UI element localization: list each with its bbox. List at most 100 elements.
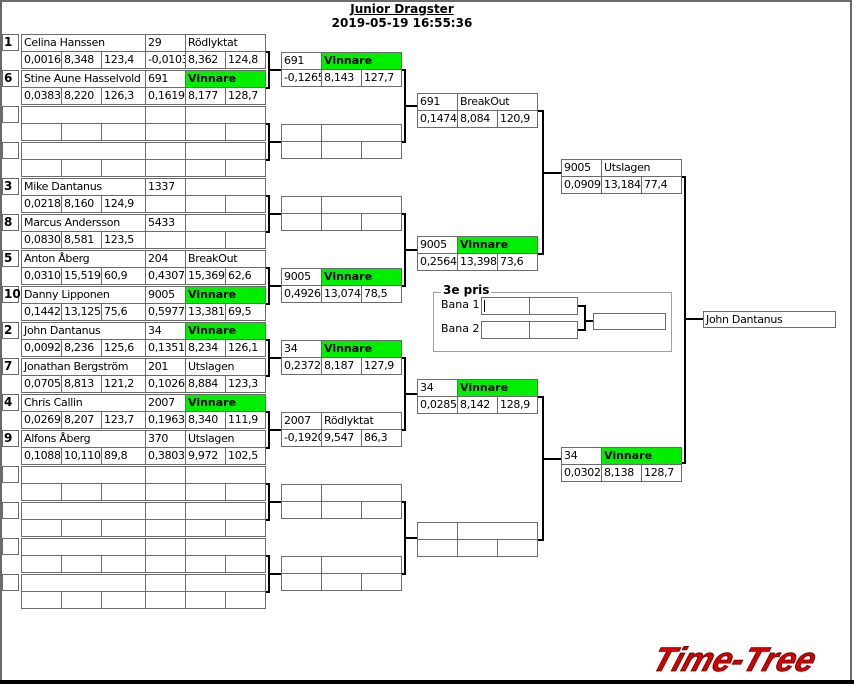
entrant-name: Stine Aune Hasselvold (21, 70, 146, 88)
round1-result-elapsed-time: 8,340 (185, 411, 226, 429)
round2-result-speed (361, 141, 402, 159)
entrant-name (21, 574, 146, 592)
round1-result-status (185, 502, 266, 520)
bracket-connector (404, 249, 417, 251)
page-title: Junior Dragster (350, 2, 454, 16)
entrant-name: Alfons Åberg (21, 430, 146, 448)
seed-number (1, 574, 19, 591)
round2-result-id: 691 (281, 52, 322, 70)
bracket-connector (404, 537, 417, 539)
entrant-elapsed-time (61, 483, 102, 501)
entrant-reaction-time (21, 591, 62, 609)
entrant-speed (101, 123, 146, 141)
bracket-connector (268, 213, 281, 215)
round4-result-reaction-time: 0,0909 (561, 176, 602, 194)
entrant-reaction-time: 0,0830 (21, 231, 62, 249)
round1-result-elapsed-time: 13,381 (185, 303, 226, 321)
round4-result-speed: 77,4 (641, 176, 682, 194)
entrant-elapsed-time: 8,813 (61, 375, 102, 393)
round2-result-id (281, 124, 322, 142)
bracket-connector (542, 110, 544, 255)
round1-result-id: 9005 (145, 286, 186, 304)
round3-result-reaction-time (417, 539, 458, 557)
round1-result-status: Vinnare (185, 394, 266, 412)
round2-result-status (321, 196, 402, 214)
lane-2-label: Bana 2 (441, 322, 480, 335)
round1-result-elapsed-time (185, 483, 226, 501)
third-place-group (433, 292, 672, 352)
entrant-name: John Dantanus (21, 322, 146, 340)
round1-result-speed (225, 483, 266, 501)
entrant-name (21, 502, 146, 520)
entrant-reaction-time: 0,0092 (21, 339, 62, 357)
round2-result-status (321, 124, 402, 142)
round2-result-reaction-time (281, 213, 322, 231)
entrant-elapsed-time (61, 519, 102, 537)
bracket-connector (684, 176, 686, 464)
lane-2-input-a[interactable] (481, 321, 530, 339)
entrant-reaction-time: 0,0383 (21, 87, 62, 105)
entrant-reaction-time: 0,0218 (21, 195, 62, 213)
lane-2-input-b[interactable] (529, 321, 578, 339)
entrant-name: Jonathan Bergström (21, 358, 146, 376)
bracket-connector (542, 171, 561, 174)
entrant-speed (101, 555, 146, 573)
round1-result-id: 204 (145, 250, 186, 268)
entrant-name (21, 538, 146, 556)
round4-result-id: 9005 (561, 159, 602, 177)
round3-result-reaction-time: 0,0285 (417, 396, 458, 414)
entrant-speed: 75,6 (101, 303, 146, 321)
entrant-speed (101, 519, 146, 537)
lane-1-input-b[interactable] (529, 297, 578, 315)
bracket-connector (542, 396, 544, 541)
text-caret (484, 300, 485, 312)
round1-result-status (185, 574, 266, 592)
lane-1-input-a[interactable] (481, 297, 530, 315)
round1-result-reaction-time: 0,4307 (145, 267, 186, 285)
round2-result-status: Vinnare (321, 268, 402, 286)
round1-result-status (185, 466, 266, 484)
bracket-connector (538, 539, 544, 541)
entrant-speed (101, 591, 146, 609)
entrant-elapsed-time: 10,110 (61, 447, 102, 465)
entrant-speed: 125,6 (101, 339, 146, 357)
round1-result-reaction-time (145, 123, 186, 141)
seed-number: 2 (1, 322, 19, 339)
round1-result-reaction-time: 0,1963 (145, 411, 186, 429)
seed-number: 1 (1, 34, 19, 51)
round3-result-id (417, 522, 458, 540)
round1-result-speed: 111,9 (225, 411, 266, 429)
entrant-reaction-time: 0,1442 (21, 303, 62, 321)
round1-result-speed (225, 555, 266, 573)
round1-result-reaction-time (145, 519, 186, 537)
round3-result-elapsed-time: 8,084 (457, 110, 498, 128)
round2-result-reaction-time: 0,2372 (281, 357, 322, 375)
round3-result-reaction-time: 0,2564 (417, 253, 458, 271)
round3-result-speed (497, 539, 538, 557)
round2-result-status: Rödlyktat (321, 412, 402, 430)
seed-number: 9 (1, 430, 19, 447)
round1-result-id: 29 (145, 34, 186, 52)
round1-result-speed (225, 123, 266, 141)
entrant-speed: 126,3 (101, 87, 146, 105)
round1-result-elapsed-time (185, 159, 226, 177)
seed-number (1, 538, 19, 555)
connector (578, 329, 586, 331)
round1-result-reaction-time (145, 591, 186, 609)
round1-result-elapsed-time (185, 591, 226, 609)
round2-result-speed: 127,7 (361, 69, 402, 87)
round3-result-status (457, 522, 538, 540)
entrant-reaction-time (21, 123, 62, 141)
round4-result-status: Vinnare (601, 447, 682, 465)
round2-result-id (281, 556, 322, 574)
round1-result-elapsed-time (185, 195, 226, 213)
entrant-reaction-time: 0,0310 (21, 267, 62, 285)
round1-result-elapsed-time: 8,362 (185, 51, 226, 69)
bracket-connector (268, 141, 281, 143)
round3-result-elapsed-time: 13,398 (457, 253, 498, 271)
bracket-connector (538, 110, 544, 112)
entrant-reaction-time: 0,0269 (21, 411, 62, 429)
entrant-reaction-time (21, 159, 62, 177)
entrant-elapsed-time: 8,348 (61, 51, 102, 69)
round3-result-speed: 128,9 (497, 396, 538, 414)
